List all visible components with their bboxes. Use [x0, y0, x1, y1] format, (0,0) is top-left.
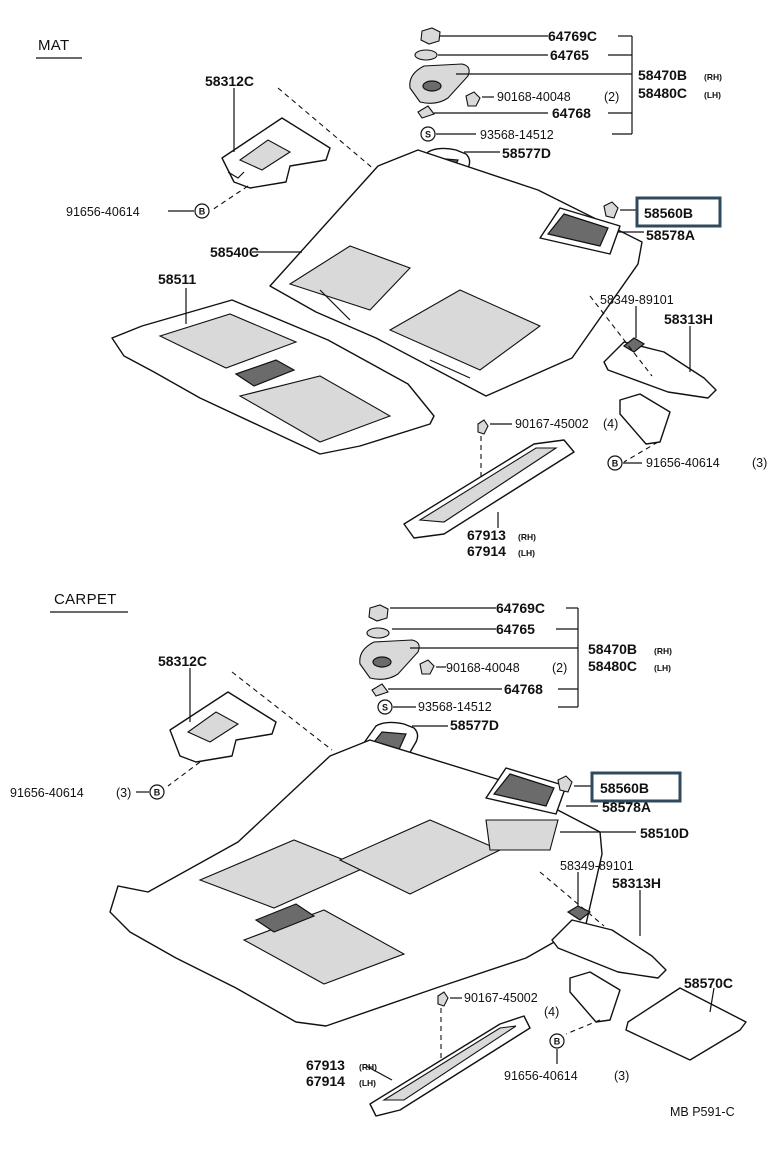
svg-text:B: B [612, 459, 619, 469]
bolt-b-icon-2 [607, 455, 623, 471]
svg-text:B: B [554, 1037, 561, 1047]
label-93568-2: 93568-14512 [418, 700, 492, 714]
label-91656-b-2: 91656-40614 [504, 1069, 578, 1083]
mat-title: MAT [38, 37, 69, 54]
label-91656-a-2: 91656-40614 [10, 786, 84, 800]
carpet-top-clips: S [359, 604, 435, 715]
label-58540c: 58540C [210, 244, 259, 260]
label-67913-2: 67913 [306, 1057, 345, 1073]
screw-s-letter: S [425, 130, 431, 140]
label-67914-2: 67914 [306, 1073, 345, 1089]
label-58349: 58349-89101 [600, 293, 674, 307]
bracket-58313h-lower [619, 393, 671, 445]
pad-58570c [625, 987, 747, 1061]
label-90168-qty-2: (2) [552, 661, 567, 675]
label-67913: 67913 [467, 527, 506, 543]
label-64768: 64768 [552, 105, 591, 121]
bolt-b-icon-4 [549, 1033, 565, 1049]
footer-code: MB P591-C [670, 1105, 735, 1119]
label-64769c-2: 64769C [496, 600, 545, 616]
label-58480c: 58480C [638, 85, 687, 101]
label-58470b-rh-2: (RH) [654, 646, 672, 656]
label-58578a: 58578A [646, 227, 695, 243]
label-67913-rh-2: (RH) [359, 1062, 377, 1072]
label-67914: 67914 [467, 543, 506, 559]
label-90167-qty: (4) [603, 417, 618, 431]
label-67913-rh: (RH) [518, 532, 536, 542]
label-58313h-2: 58313H [612, 875, 661, 891]
label-64765-2: 64765 [496, 621, 535, 637]
label-58480c-2: 58480C [588, 658, 637, 674]
label-90168-qty: (2) [604, 90, 619, 104]
label-58577d: 58577D [502, 145, 551, 161]
label-91656-a: 91656-40614 [66, 205, 140, 219]
label-64768-2: 64768 [504, 681, 543, 697]
label-90167-2: 90167-45002 [464, 991, 538, 1005]
label-91656-b: 91656-40614 [646, 456, 720, 470]
label-58578a-2: 58578A [602, 799, 651, 815]
label-64765: 64765 [550, 47, 589, 63]
label-58560b-2: 58560B [600, 780, 649, 796]
label-58470b-rh: (RH) [704, 72, 722, 82]
bolt-b-icon [194, 203, 210, 219]
screw-s-icon [420, 126, 436, 142]
washer-64765-icon-2 [366, 627, 390, 639]
highlight-58560b [635, 196, 722, 228]
label-90167: 90167-45002 [515, 417, 589, 431]
clip-58560b-icon-2 [557, 775, 573, 793]
screw-s-icon-2 [377, 699, 393, 715]
label-67914-lh-2: (LH) [359, 1078, 376, 1088]
label-90168-2: 90168-40048 [446, 661, 520, 675]
label-58577d-2: 58577D [450, 717, 499, 733]
clip-64768-icon-2 [371, 683, 389, 697]
label-58570c: 58570C [684, 975, 733, 991]
mat-guide-dash-1 [277, 87, 383, 177]
mat-top-clips: S [409, 27, 481, 142]
carpet-section: CARPET S 64769C 64765 584 [10, 591, 747, 1117]
label-64769c: 64769C [548, 28, 597, 44]
bracket-58313h-2 [551, 919, 667, 979]
clip-58560b-icon [603, 201, 619, 219]
label-93568: 93568-14512 [480, 128, 554, 142]
screw-90168-icon [465, 91, 481, 107]
cover-hole-icon [422, 80, 442, 92]
svg-text:S: S [382, 703, 388, 713]
clip-64768-icon [417, 105, 435, 119]
label-91656-b-qty-2: (3) [614, 1069, 629, 1083]
screw-90167-icon [477, 419, 489, 435]
clip-64769c-icon-2 [368, 604, 389, 622]
bolt-b-icon-3 [149, 784, 165, 800]
carpet-top-leaders [388, 607, 579, 708]
label-91656-b-qty: (3) [752, 456, 767, 470]
label-58470b-2: 58470B [588, 641, 637, 657]
screw-90168-icon-2 [419, 659, 435, 675]
highlight-58560b-2 [590, 771, 682, 803]
label-58480c-lh-2: (LH) [654, 663, 671, 673]
label-58470b: 58470B [638, 67, 687, 83]
label-90167-qty-2: (4) [544, 1005, 559, 1019]
label-58560b: 58560B [644, 205, 693, 221]
bolt-b-letter: B [199, 207, 206, 217]
svg-text:B: B [154, 788, 161, 798]
label-58349-2: 58349-89101 [560, 859, 634, 873]
pad-58540c [269, 149, 643, 397]
label-58480c-lh: (LH) [704, 90, 721, 100]
bracket-58313h [603, 341, 717, 399]
label-58511: 58511 [158, 271, 196, 287]
washer-64765-icon [414, 49, 438, 61]
label-58510d: 58510D [640, 825, 689, 841]
label-58312c-2: 58312C [158, 653, 207, 669]
label-91656-a-qty: (3) [116, 786, 131, 800]
mat-top-leaders [434, 35, 633, 135]
label-58312c: 58312C [205, 73, 254, 89]
mat-section: MAT S 64769C 64765 [36, 27, 767, 559]
screw-90167-icon-2 [437, 991, 449, 1007]
carpet-title: CARPET [54, 591, 117, 608]
label-90168: 90168-40048 [497, 90, 571, 104]
clip-64769c-icon [420, 27, 441, 45]
label-58313h: 58313H [664, 311, 713, 327]
clip-58349-icon [622, 337, 646, 353]
label-67914-lh: (LH) [518, 548, 535, 558]
